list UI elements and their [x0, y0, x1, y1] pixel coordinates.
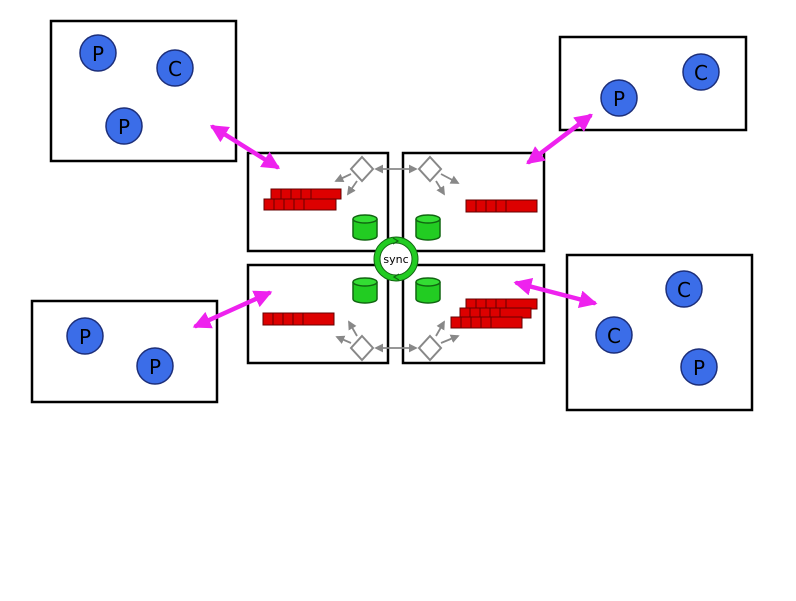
- node-label: C: [168, 57, 182, 81]
- router-diamond-top-right: [417, 155, 443, 183]
- node-top-left-2: C: [156, 49, 194, 87]
- node-top-right-2: C: [682, 53, 720, 91]
- router-diamond-bottom-right: [417, 334, 443, 362]
- queue-bar-front: [263, 198, 337, 211]
- link-bottom-left: [192, 290, 273, 329]
- arrow-tr-right: [440, 173, 460, 184]
- node-label: C: [677, 278, 691, 302]
- database-icon-top-left: [352, 214, 378, 241]
- node-label: P: [79, 325, 91, 349]
- database-icon-top-right: [415, 214, 441, 241]
- database-icon-bottom-right: [415, 277, 441, 304]
- queue-bar-back: [270, 188, 342, 200]
- link-bottom-right: [513, 277, 598, 309]
- router-diamond-top-left: [349, 155, 375, 183]
- arrow-tr-down: [435, 180, 445, 196]
- sync-label: sync: [383, 253, 408, 266]
- node-bottom-right-3: P: [680, 348, 718, 386]
- queue-top-left: [263, 188, 342, 211]
- node-top-left-1: P: [79, 34, 117, 72]
- node-label: P: [149, 355, 161, 379]
- node-label: P: [693, 356, 705, 380]
- node-label: P: [92, 42, 104, 66]
- arrow-br-right: [440, 334, 460, 344]
- arrow-tl-left: [334, 173, 352, 183]
- link-top-right: [526, 113, 593, 165]
- queue-bottom-left: [262, 312, 335, 326]
- client-links: [192, 113, 598, 329]
- cluster-bottom-right: C C P: [565, 253, 754, 412]
- arrow-br-up: [435, 320, 445, 337]
- router-diamond-bottom-left: [349, 334, 375, 362]
- queue-top-right: [465, 199, 538, 213]
- database-icon-bottom-left: [352, 277, 378, 304]
- gray-arrows: [334, 164, 460, 353]
- cluster-top-left: P C P: [49, 19, 238, 163]
- node-bottom-left-2: P: [136, 347, 174, 385]
- queue-bar-front: [450, 316, 523, 329]
- node-label: P: [613, 87, 625, 111]
- node-label: C: [694, 61, 708, 85]
- node-bottom-right-2: C: [595, 316, 633, 354]
- cluster-bottom-left: P P: [30, 299, 219, 404]
- node-label: P: [118, 115, 130, 139]
- node-bottom-right-1: C: [665, 270, 703, 308]
- node-top-left-3: P: [105, 107, 143, 145]
- arrow-bl-left: [335, 335, 352, 344]
- link-top-left: [209, 124, 281, 170]
- node-bottom-left-1: P: [66, 317, 104, 355]
- sync-icon: sync: [373, 236, 419, 282]
- arrow-tl-down: [346, 180, 358, 196]
- node-label: C: [607, 324, 621, 348]
- arrow-bl-up: [348, 320, 358, 337]
- node-top-right-1: P: [600, 79, 638, 117]
